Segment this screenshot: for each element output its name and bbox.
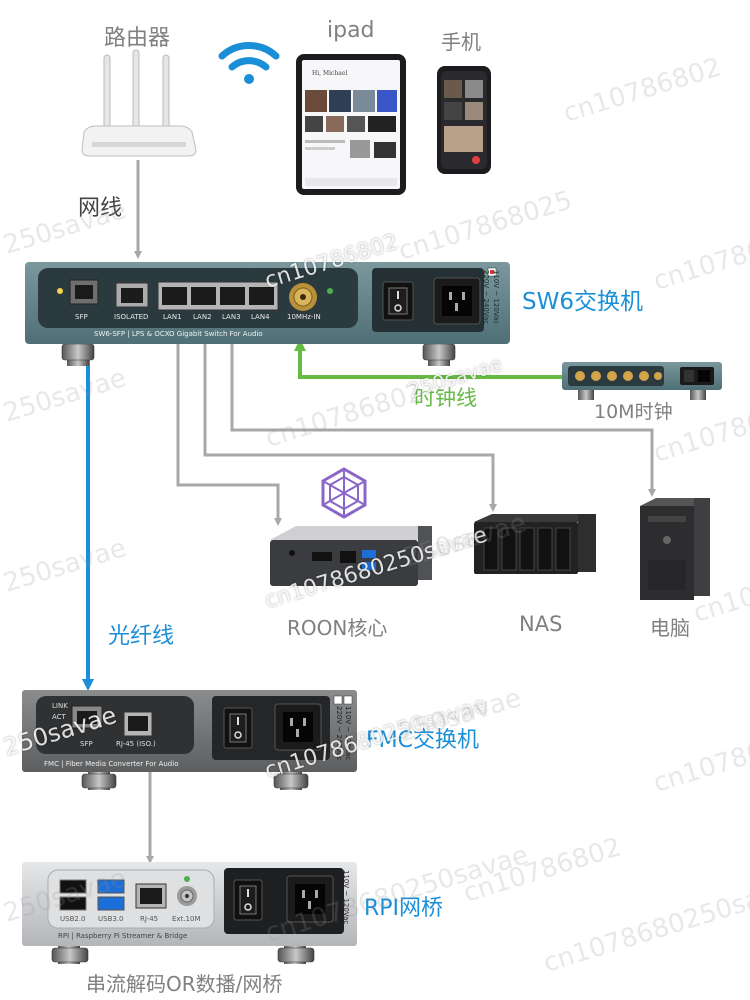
fmc-switch-label: FMC交换机	[366, 728, 479, 753]
sw6-port-isolated-label: ISOLATED	[114, 313, 149, 321]
roon-core-illustration	[270, 467, 432, 586]
rpi-model-text: RPI | Raspberry Pi Streamer & Bridge	[58, 932, 188, 940]
fmc-port-sfp-label: SFP	[80, 740, 93, 748]
rpi-port-usb2-label: USB2.0	[60, 915, 86, 923]
router-label: 路由器	[104, 26, 171, 51]
fmc-model-text: FMC | Fiber Media Converter For Audio	[44, 760, 179, 768]
sw6-switch-illustration	[25, 262, 510, 366]
roon-core-label: ROON核心	[287, 616, 388, 640]
lan3-to-pc-cable	[230, 335, 656, 497]
rpi-port-ext10m-label: Ext.10M	[172, 915, 201, 923]
ipad-label: ipad	[327, 18, 375, 43]
sw6-voltage-1: 110V ~ 120Vac	[492, 270, 500, 325]
nas-label: NAS	[519, 612, 563, 636]
nas-illustration	[474, 514, 596, 574]
rpi-bridge-label: RPI网桥	[364, 896, 444, 921]
pc-label: 电脑	[650, 616, 690, 640]
roon-logo-icon	[321, 467, 367, 519]
sw6-port-lan2-label: LAN2	[193, 313, 212, 321]
clock-cable-label: 时钟线	[414, 386, 477, 410]
rpi-port-rj45-label: RJ-45	[140, 915, 159, 923]
sw6-model-text: SW6-SFP | LPS & OCXO Gigabit Switch For …	[94, 330, 263, 338]
sw6-port-lan3-label: LAN3	[222, 313, 241, 321]
pc-tower-illustration	[640, 498, 710, 600]
wifi-icon	[218, 42, 280, 84]
sw6-port-lan4-label: LAN4	[251, 313, 270, 321]
fmc-port-rj45-label: RJ-45 (ISO.)	[116, 740, 156, 748]
phone-label: 手机	[441, 30, 481, 54]
fmc-act-label: ACT	[52, 713, 66, 721]
fmc-switch-illustration	[22, 690, 357, 790]
rpi-port-usb3-label: USB3.0	[98, 915, 124, 923]
ipad-screen-greeting: Hi, Michael	[312, 70, 348, 77]
rpi-caption: 串流解码OR数播/网桥	[86, 972, 283, 996]
sw6-voltage-2: 220V ~ 240Vac	[482, 270, 490, 325]
clock-10m-label: 10M时钟	[594, 401, 673, 423]
router-illustration	[81, 49, 197, 157]
sw6-port-10mhz-label: 10MHz-IN	[287, 313, 321, 321]
sw6-port-sfp-label: SFP	[75, 313, 88, 321]
ipad-illustration	[296, 54, 406, 195]
lan2-to-nas-cable	[203, 335, 497, 512]
lan1-to-roon-cable	[176, 335, 282, 526]
phone-illustration	[437, 66, 491, 174]
sw6-port-lan1-label: LAN1	[163, 313, 182, 321]
clock-10m-illustration	[562, 362, 722, 400]
ethernet-cables	[134, 160, 656, 864]
fiber-cable-label: 光纤线	[108, 624, 175, 649]
ethernet-cable-label: 网线	[78, 196, 123, 221]
sw6-switch-label: SW6交换机	[522, 289, 643, 315]
rpi-bridge-illustration	[22, 862, 357, 964]
fmc-link-label: LINK	[52, 702, 68, 710]
